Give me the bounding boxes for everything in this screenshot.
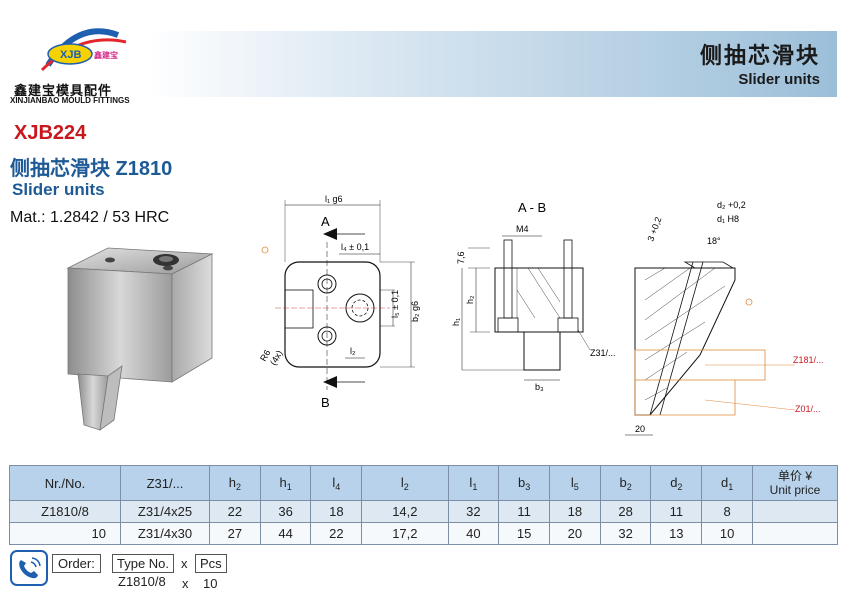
table-cell: 15 bbox=[498, 522, 550, 545]
product-code: XJB224 bbox=[14, 122, 87, 144]
table-cell: 11 bbox=[498, 500, 550, 523]
order-type-no-header: Type No. bbox=[112, 554, 175, 573]
order-example-qty: 10 bbox=[203, 576, 218, 591]
section-mark-b: B bbox=[321, 395, 330, 410]
label-z181: Z181/... bbox=[793, 355, 824, 365]
table-cell: Z31/4x30 bbox=[120, 522, 210, 545]
table-cell: 18 bbox=[548, 500, 601, 523]
side-view-title: A - B bbox=[518, 200, 546, 215]
dim-7-6: 7,6 bbox=[456, 251, 466, 264]
section-view-drawing: Z181/... Z01/... d₂ +0,2 d₁ H8 3 +0,2 18… bbox=[625, 200, 824, 436]
col-header: l2 bbox=[361, 465, 449, 501]
product-name-en: Slider units bbox=[12, 180, 105, 199]
table-cell: 22 bbox=[310, 522, 363, 545]
table-cell: 18 bbox=[310, 500, 363, 523]
table-cell: 11 bbox=[650, 500, 703, 523]
dim-d2: d₂ +0,2 bbox=[717, 200, 746, 210]
dim-20: 20 bbox=[635, 424, 645, 434]
spec-table: Nr./No. Z31/... h2 h1 l4 l2 l1 b3 l5 b2 … bbox=[9, 465, 838, 545]
product-photo bbox=[66, 247, 214, 431]
col-header: d1 bbox=[701, 465, 753, 501]
header-title-en: Slider units bbox=[738, 71, 820, 88]
table-cell: 27 bbox=[209, 522, 261, 545]
header-title-cn: 侧抽芯滑块 bbox=[699, 43, 820, 68]
col-header: d2 bbox=[650, 465, 703, 501]
dim-3: 3 +0,2 bbox=[645, 216, 663, 243]
dim-l4: l₄ ± 0,1 bbox=[341, 242, 369, 252]
col-header: Nr./No. bbox=[9, 465, 121, 501]
order-label: Order: bbox=[52, 554, 101, 573]
label-z31: Z31/... bbox=[590, 348, 616, 358]
table-cell-price bbox=[752, 522, 838, 545]
table-cell: 14,2 bbox=[361, 500, 449, 523]
dim-h1: h₁ bbox=[451, 318, 461, 326]
order-example-type: Z1810/8 bbox=[118, 574, 166, 589]
col-header: h2 bbox=[209, 465, 261, 501]
dim-l1: l₁ g6 bbox=[325, 194, 343, 204]
dim-h2: h₂ bbox=[465, 295, 475, 304]
brand-name-en: XINJIANBAO MOULD FITTINGS bbox=[10, 96, 130, 105]
col-header: Z31/... bbox=[120, 465, 210, 501]
table-cell: 22 bbox=[209, 500, 261, 523]
label-r6: R6 bbox=[258, 348, 272, 363]
phone-icon bbox=[10, 550, 48, 586]
table-row: 10 Z31/4x30 27 44 22 17,2 40 15 20 32 13… bbox=[9, 522, 838, 545]
table-cell: 28 bbox=[599, 500, 652, 523]
col-header: b2 bbox=[599, 465, 652, 501]
col-header: l4 bbox=[310, 465, 363, 501]
col-header: l1 bbox=[447, 465, 500, 501]
arrow-a bbox=[323, 228, 337, 240]
table-cell: Z31/4x25 bbox=[120, 500, 210, 523]
table-row: Z1810/8 Z31/4x25 22 36 18 14,2 32 11 18 … bbox=[9, 500, 838, 523]
header-bar bbox=[147, 31, 837, 97]
table-cell: 13 bbox=[650, 522, 703, 545]
table-cell: 32 bbox=[447, 500, 500, 523]
dim-angle: 18° bbox=[707, 236, 721, 246]
arrow-b bbox=[323, 376, 337, 388]
label-4x: (4x) bbox=[268, 349, 284, 367]
section-mark-a: A bbox=[321, 214, 330, 229]
table-cell: 44 bbox=[259, 522, 312, 545]
table-cell: Z1810/8 bbox=[9, 500, 121, 523]
order-example-multiply: x bbox=[182, 576, 189, 591]
brand-logo: XJB 鑫建宝 bbox=[40, 28, 127, 72]
table-cell: 10 bbox=[9, 522, 121, 545]
table-cell: 40 bbox=[447, 522, 500, 545]
table-cell: 8 bbox=[701, 500, 753, 523]
table-cell: 20 bbox=[548, 522, 601, 545]
brand-name-cn: 鑫建宝模具配件 bbox=[14, 83, 113, 98]
product-name-cn: 侧抽芯滑块 Z1810 bbox=[10, 158, 173, 180]
dim-b2: b₂ g6 bbox=[410, 301, 420, 322]
table-cell: 17,2 bbox=[361, 522, 449, 545]
dim-l5: l₅ ± 0,1 bbox=[390, 290, 400, 318]
label-m4: M4 bbox=[516, 224, 529, 234]
order-pcs-header: Pcs bbox=[195, 554, 227, 573]
col-header: b3 bbox=[498, 465, 550, 501]
col-header-price: 单价 ¥Unit price bbox=[752, 465, 838, 501]
table-cell: 32 bbox=[599, 522, 652, 545]
table-cell-price bbox=[752, 500, 838, 523]
front-view-drawing: l₁ g6 A l₄ ± 0,1 l₅ ± 0,1 b₂ g6 l₂ R6 (4… bbox=[258, 194, 420, 410]
table-cell: 10 bbox=[701, 522, 753, 545]
col-header: l5 bbox=[548, 465, 601, 501]
dim-d1: d₁ H8 bbox=[717, 214, 739, 224]
table-header-row: Nr./No. Z31/... h2 h1 l4 l2 l1 b3 l5 b2 … bbox=[9, 465, 838, 501]
label-z01: Z01/... bbox=[795, 404, 821, 414]
table-cell: 36 bbox=[259, 500, 312, 523]
dim-b3: b₃ bbox=[535, 382, 544, 392]
logo-text: XJB bbox=[60, 49, 81, 61]
dim-l2: l₂ bbox=[350, 346, 356, 356]
col-header: h1 bbox=[259, 465, 312, 501]
order-multiply-sign: x bbox=[181, 556, 188, 571]
side-view-drawing: A - B M4 7,6 h₂ h₁ b₃ Z31/... bbox=[451, 200, 616, 392]
logo-small-cn: 鑫建宝 bbox=[93, 50, 118, 60]
material-spec: Mat.: 1.2842 / 53 HRC bbox=[10, 209, 170, 226]
